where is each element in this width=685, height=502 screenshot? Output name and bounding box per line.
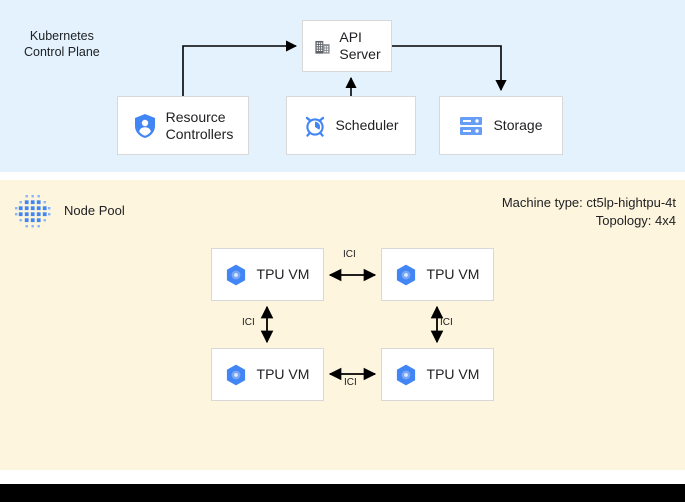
node-tpu-vm-label: TPU VM <box>426 266 480 282</box>
tpu-hexagon-icon <box>226 364 246 386</box>
alarm-clock-icon <box>303 114 327 138</box>
node-scheduler[interactable]: Scheduler <box>286 96 416 155</box>
tpu-hexagon-icon <box>396 364 416 386</box>
node-tpu-vm-label: TPU VM <box>256 366 310 382</box>
node-tpu-vm[interactable]: TPU VM <box>211 248 324 301</box>
tpu-hexagon-icon <box>396 264 416 286</box>
node-tpu-vm[interactable]: TPU VM <box>211 348 324 401</box>
node-tpu-vm-label: TPU VM <box>256 266 310 282</box>
server-rack-icon <box>459 115 483 137</box>
node-resource-controllers-label: Resource Controllers <box>165 108 234 142</box>
ici-link-label: ICI <box>344 377 357 388</box>
node-api-server-label: API Server <box>339 29 381 62</box>
node-tpu-vm[interactable]: TPU VM <box>381 248 494 301</box>
node-scheduler-label: Scheduler <box>335 117 399 133</box>
node-tpu-vm-label: TPU VM <box>426 366 480 382</box>
node-pool-meta: Machine type: ct5lp-hightpu-4t Topology:… <box>502 194 676 230</box>
node-pool-title: Node Pool <box>64 203 125 218</box>
building-icon <box>313 37 332 56</box>
control-plane-title: Kubernetes Control Plane <box>24 29 100 59</box>
ici-link-label: ICI <box>440 317 453 328</box>
node-api-server[interactable]: API Server <box>302 20 392 72</box>
ici-link-label: ICI <box>242 317 255 328</box>
node-pool-panel <box>0 180 685 470</box>
bottom-bar <box>0 484 685 502</box>
ici-link-label: ICI <box>343 249 356 260</box>
shield-person-icon <box>133 113 157 139</box>
machine-type-text: Machine type: ct5lp-hightpu-4t <box>501 195 676 210</box>
node-tpu-vm[interactable]: TPU VM <box>381 348 494 401</box>
node-resource-controllers[interactable]: Resource Controllers <box>117 96 249 155</box>
topology-text: Topology: 4x4 <box>595 213 676 228</box>
tpu-hexagon-icon <box>226 264 246 286</box>
dot-grid-icon <box>14 194 51 230</box>
node-storage[interactable]: Storage <box>439 96 563 155</box>
node-storage-label: Storage <box>493 117 543 133</box>
